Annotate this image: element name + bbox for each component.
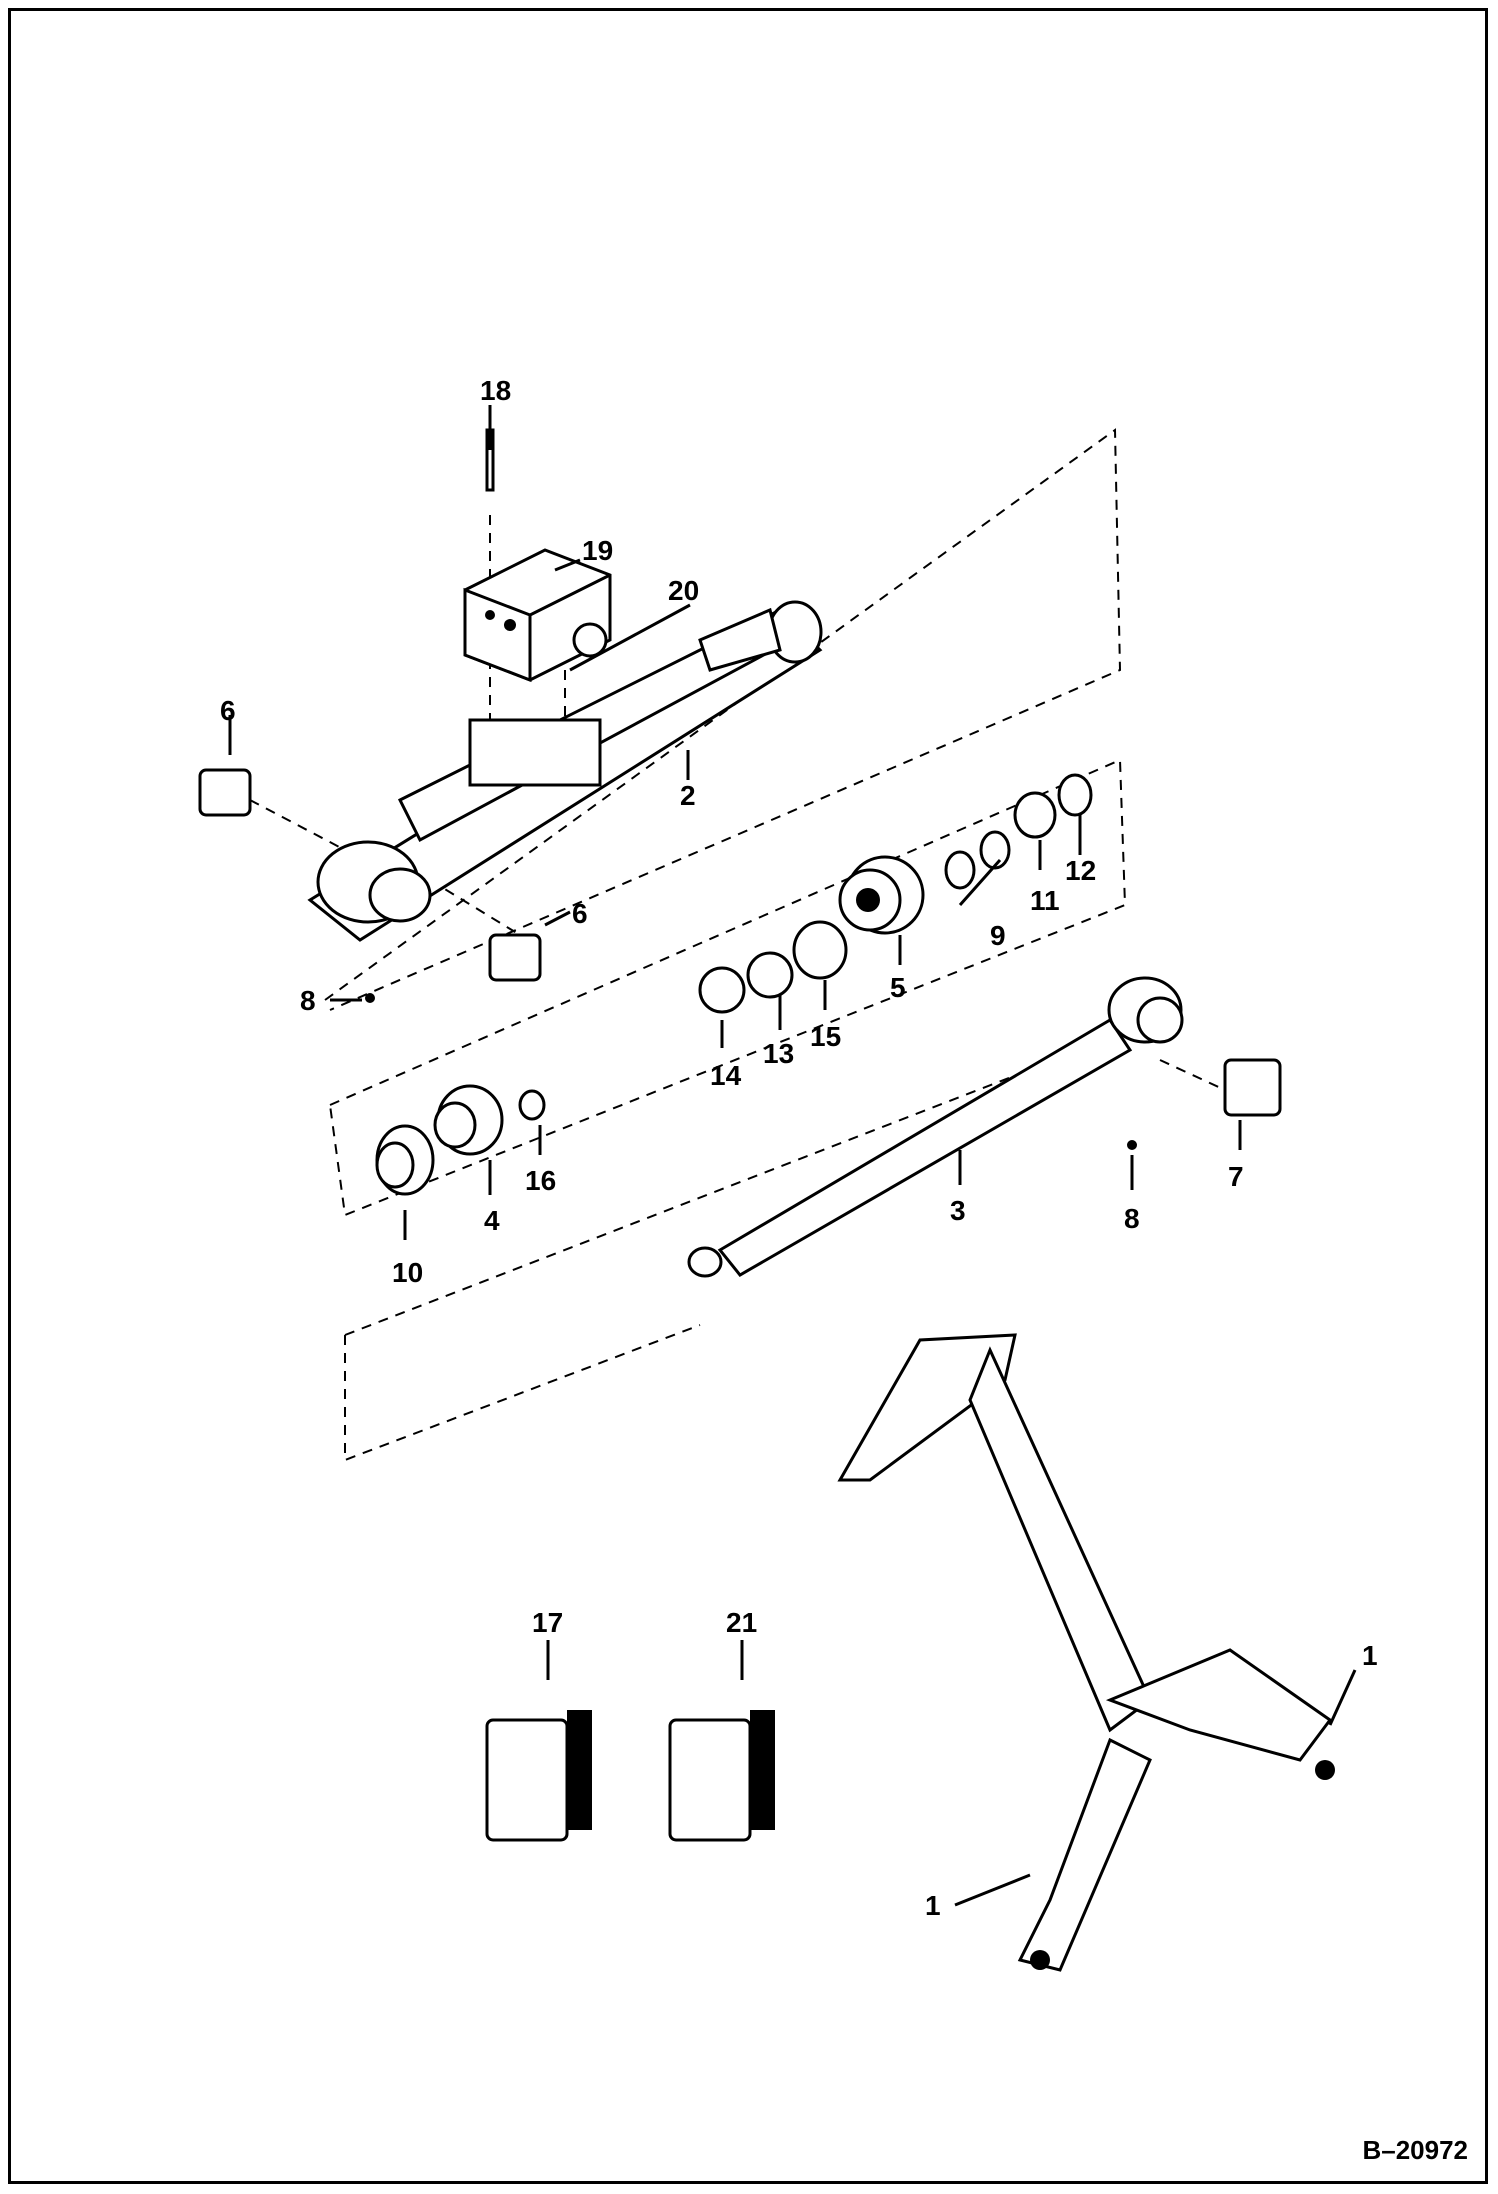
callout-6b: 6 <box>572 898 588 929</box>
callout-1b: 1 <box>925 1890 941 1921</box>
callout-8a: 8 <box>300 985 316 1016</box>
callout-3: 3 <box>950 1195 966 1226</box>
callout-11: 11 <box>1030 885 1060 916</box>
callout-labels: 18 19 20 2 6 6 8 5 9 11 12 14 13 15 16 4… <box>220 375 1378 1921</box>
callout-9: 9 <box>990 920 1006 951</box>
callout-16: 16 <box>525 1165 556 1196</box>
callout-13: 13 <box>763 1038 794 1069</box>
figure-id: B–20972 <box>1362 2135 1468 2165</box>
callout-2: 2 <box>680 780 696 811</box>
grease-fittings <box>365 993 1137 1150</box>
group-outlines <box>249 428 1226 1462</box>
seal-kits <box>485 1710 775 1842</box>
callout-14: 14 <box>710 1060 742 1091</box>
callout-1a: 1 <box>1362 1640 1378 1671</box>
cylinder-barrel <box>307 600 823 942</box>
piston-rod <box>687 976 1184 1278</box>
gland <box>375 1084 504 1196</box>
drawing-frame <box>8 8 1488 2184</box>
callout-15: 15 <box>810 1021 841 1052</box>
callout-20: 20 <box>668 575 699 606</box>
callout-17: 17 <box>532 1607 563 1638</box>
bushing-leader <box>249 799 1226 1091</box>
callout-18: 18 <box>480 375 511 406</box>
valve-block <box>463 428 612 683</box>
seals <box>518 773 1093 1121</box>
rod-group-outline <box>344 1034 1121 1462</box>
piston <box>838 855 925 935</box>
machine-illustration <box>837 1333 1335 1972</box>
bushings <box>198 768 1282 1117</box>
cylinder-group-outline <box>324 428 1122 1011</box>
callout-6a: 6 <box>220 695 236 726</box>
callout-10: 10 <box>392 1257 423 1288</box>
leader-lines <box>228 405 1357 1907</box>
callout-4: 4 <box>484 1205 500 1236</box>
callout-8b: 8 <box>1124 1203 1140 1234</box>
callout-19: 19 <box>582 535 613 566</box>
callout-21: 21 <box>726 1607 757 1638</box>
callout-5: 5 <box>890 972 906 1003</box>
callout-7: 7 <box>1228 1161 1244 1192</box>
callout-12: 12 <box>1065 855 1096 886</box>
